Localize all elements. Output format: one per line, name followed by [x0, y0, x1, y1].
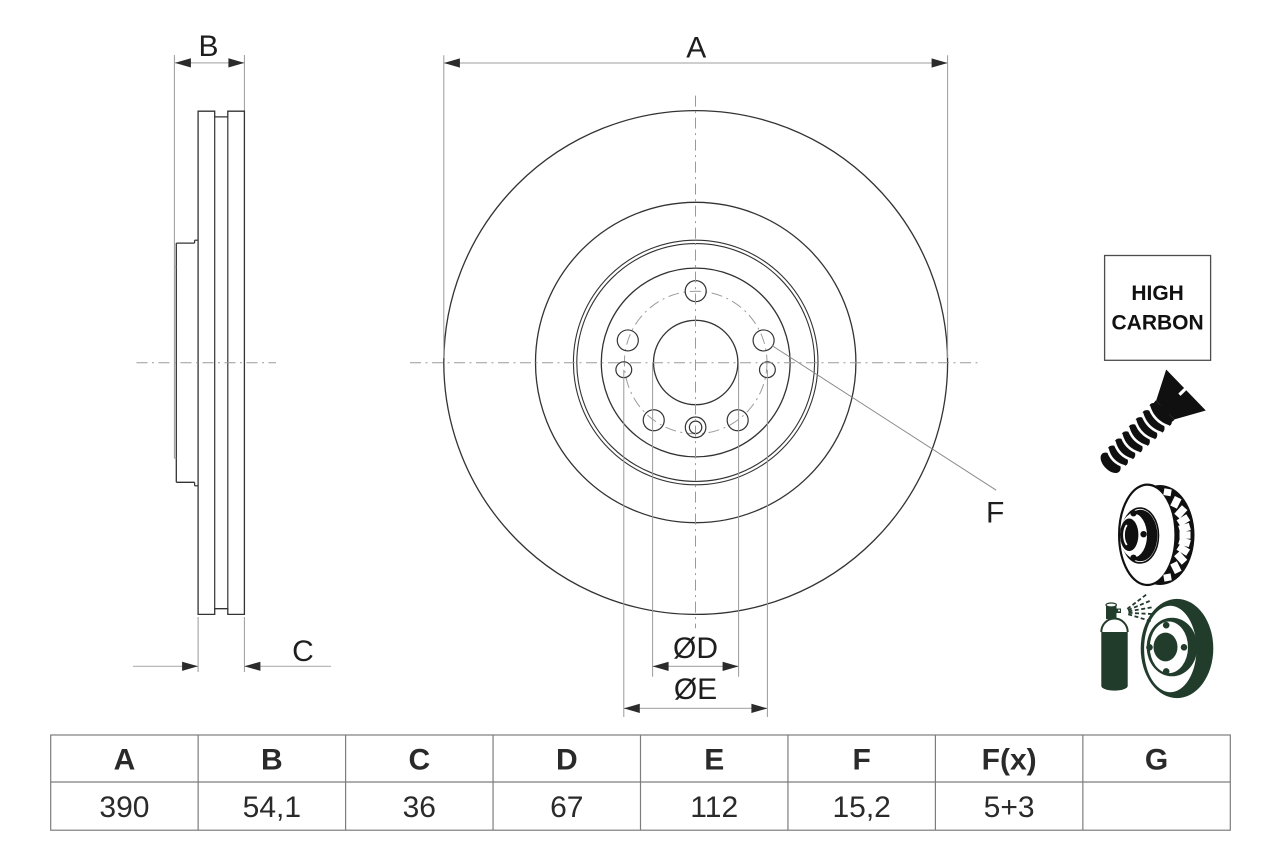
- svg-text:112: 112: [690, 791, 738, 824]
- svg-text:A: A: [114, 744, 136, 777]
- svg-text:CARBON: CARBON: [1112, 311, 1204, 334]
- svg-text:F: F: [853, 744, 871, 777]
- svg-text:67: 67: [550, 791, 583, 824]
- svg-text:ØD: ØD: [673, 632, 718, 665]
- svg-text:D: D: [556, 744, 578, 777]
- svg-text:C: C: [292, 635, 314, 668]
- svg-text:390: 390: [99, 791, 149, 824]
- svg-text:G: G: [1145, 744, 1168, 777]
- svg-text:F(x): F(x): [982, 744, 1037, 777]
- svg-text:B: B: [198, 30, 218, 63]
- svg-text:E: E: [704, 744, 724, 777]
- svg-text:ØE: ØE: [674, 673, 717, 706]
- svg-text:5+3: 5+3: [984, 791, 1035, 824]
- svg-text:HIGH: HIGH: [1131, 282, 1184, 305]
- svg-text:15,2: 15,2: [832, 791, 890, 824]
- svg-text:C: C: [408, 744, 430, 777]
- svg-text:F: F: [986, 496, 1004, 529]
- svg-text:A: A: [686, 31, 706, 64]
- svg-text:36: 36: [403, 791, 436, 824]
- svg-text:54,1: 54,1: [243, 791, 301, 824]
- svg-text:B: B: [261, 744, 283, 777]
